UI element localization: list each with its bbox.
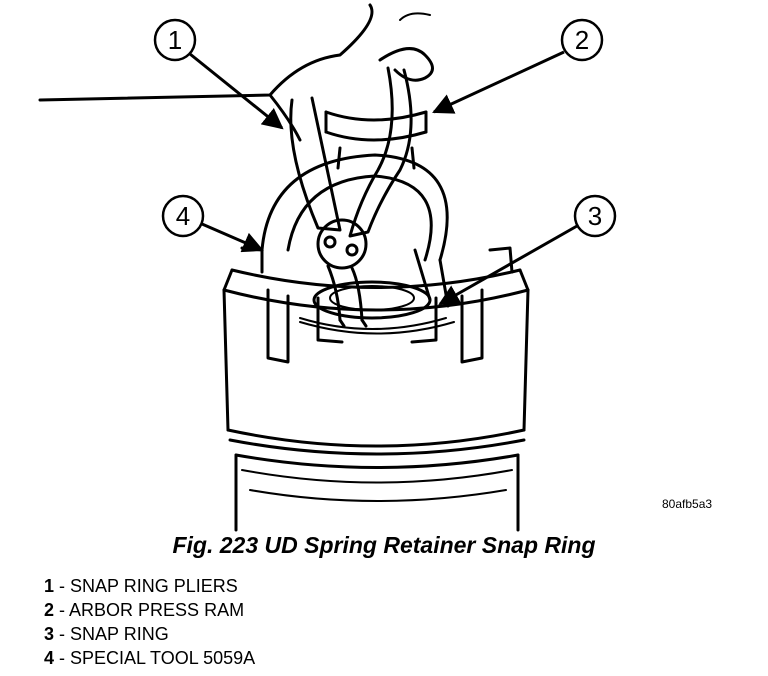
legend-number: 1 [44,576,55,596]
clutch-drum [222,246,530,448]
legend-label: SPECIAL TOOL 5059A [70,648,256,668]
arbor-press-ram [324,110,428,170]
callouts: 1 2 3 4 [153,18,617,306]
legend-item: 4 - SPECIAL TOOL 5059A [44,646,255,670]
callout-1: 1 [153,18,284,130]
spring-retainer [299,280,447,330]
legend-separator: - [54,648,71,668]
legend-separator: - [54,624,71,644]
callout-2-label: 2 [575,25,589,55]
legend-separator: - [54,600,70,620]
legend: 1 - SNAP RING PLIERS 2 - ARBOR PRESS RAM… [44,574,255,670]
legend-number: 4 [44,648,55,668]
legend-label: SNAP RING PLIERS [70,576,238,596]
callout-4: 4 [161,194,264,253]
figure-caption: Fig. 223 UD Spring Retainer Snap Ring [172,532,596,558]
callout-1-label: 1 [168,25,182,55]
legend-label: SNAP RING [70,624,169,644]
callout-4-label: 4 [176,201,190,231]
callout-2: 2 [432,18,604,114]
legend-item: 2 - ARBOR PRESS RAM [44,598,255,622]
hand [38,3,434,142]
legend-separator: - [54,576,71,596]
lower-housing [228,438,526,532]
legend-item: 3 - SNAP RING [44,622,255,646]
legend-label: ARBOR PRESS RAM [69,600,245,620]
callout-3: 3 [438,194,617,306]
legend-item: 1 - SNAP RING PLIERS [44,574,255,598]
legend-number: 2 [44,600,55,620]
snap-ring-pliers [289,66,413,328]
callout-3-label: 3 [588,201,602,231]
figure-reference-code: 80afb5a3 [662,497,713,511]
legend-number: 3 [44,624,55,644]
